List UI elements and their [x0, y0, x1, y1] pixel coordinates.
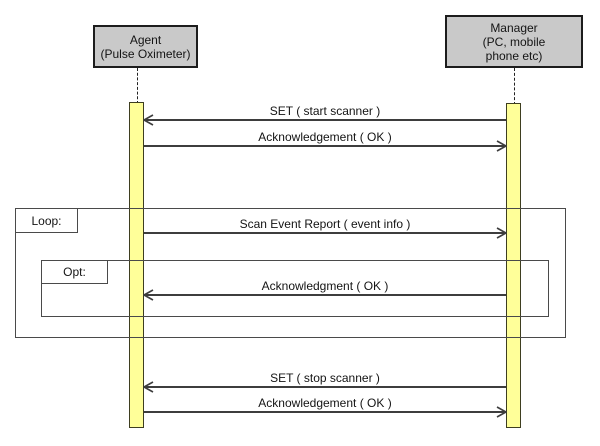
message-scan-event-report-line — [144, 232, 506, 234]
arrowhead-left-icon — [143, 381, 154, 393]
message-acknowledgment-opt: Acknowledgment ( OK ) — [143, 278, 506, 301]
message-acknowledgement-start: Acknowledgement ( OK ) — [144, 129, 507, 152]
actor-manager-name: Manager — [490, 20, 538, 35]
opt-frame-label-text: Opt: — [63, 265, 86, 279]
message-set-stop-scanner: SET ( stop scanner ) — [143, 370, 506, 393]
message-set-start-scanner-label: SET ( start scanner ) — [269, 104, 381, 118]
message-acknowledgement-stop-label: Acknowledgement ( OK ) — [258, 396, 392, 410]
actor-agent-subtitle: (Pulse Oximeter) — [100, 46, 191, 61]
message-acknowledgement-start-label: Acknowledgement ( OK ) — [258, 130, 392, 144]
manager-lifeline — [514, 68, 515, 105]
message-set-stop-scanner-line — [144, 386, 506, 388]
message-set-stop-scanner-label: SET ( stop scanner ) — [270, 371, 380, 385]
message-acknowledgement-stop: Acknowledgement ( OK ) — [144, 395, 507, 418]
message-scan-event-report-label: Scan Event Report ( event info ) — [239, 217, 411, 231]
agent-activation-bar — [129, 102, 144, 428]
message-set-start-scanner: SET ( start scanner ) — [143, 103, 506, 126]
actor-manager-subtitle-2: phone etc) — [485, 48, 543, 63]
message-acknowledgement-start-line — [144, 145, 506, 147]
arrowhead-left-icon — [143, 289, 154, 301]
message-set-start-scanner-line — [144, 119, 506, 121]
loop-frame-label: Loop: — [15, 208, 78, 233]
actor-agent-name: Agent — [129, 32, 162, 47]
loop-frame-label-text: Loop: — [31, 213, 62, 228]
arrowhead-right-icon — [496, 227, 507, 239]
opt-frame-label: Opt: — [41, 260, 108, 284]
message-acknowledgement-stop-line — [144, 411, 506, 413]
arrowhead-left-icon — [143, 114, 154, 126]
message-acknowledgment-opt-line — [144, 294, 506, 296]
manager-activation-bar — [506, 103, 521, 428]
actor-agent-box: Agent (Pulse Oximeter) — [93, 25, 198, 68]
arrowhead-right-icon — [496, 140, 507, 152]
actor-manager-subtitle-1: (PC, mobile — [482, 34, 546, 49]
agent-lifeline — [137, 68, 138, 104]
actor-manager-box: Manager (PC, mobile phone etc) — [445, 15, 583, 68]
message-scan-event-report: Scan Event Report ( event info ) — [144, 216, 507, 239]
message-acknowledgment-opt-label: Acknowledgment ( OK ) — [261, 279, 389, 293]
arrowhead-right-icon — [496, 406, 507, 418]
